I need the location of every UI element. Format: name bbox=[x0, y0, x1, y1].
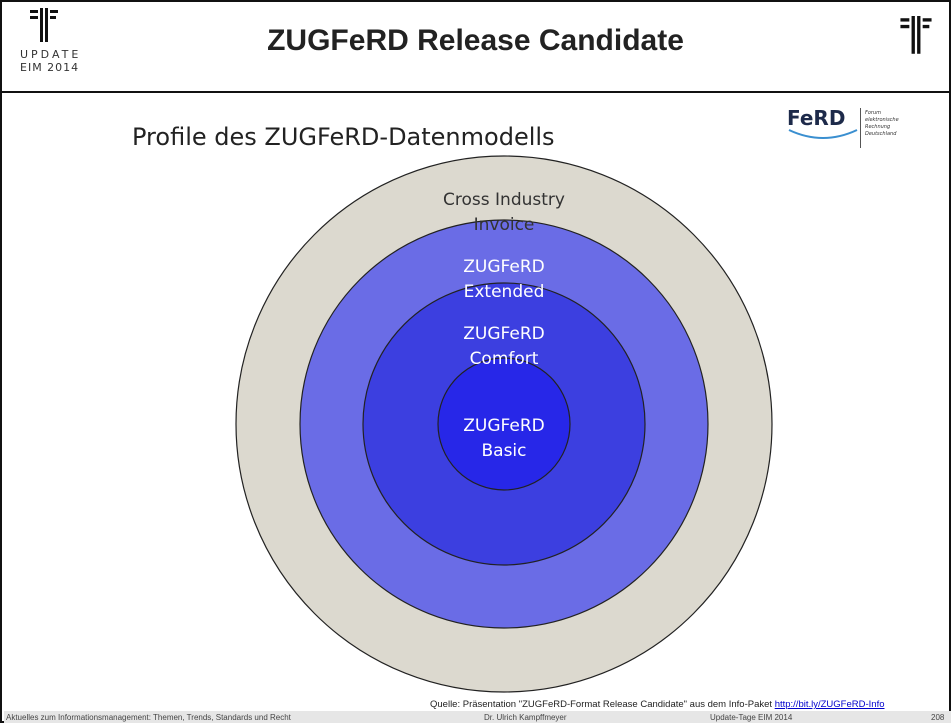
ferd-small-line: elektronische bbox=[865, 117, 899, 123]
ferd-small-line: Deutschland bbox=[865, 131, 897, 137]
ring-label-line1: ZUGFeRD bbox=[463, 416, 545, 436]
ferd-logo-subtext: Forum elektronische Rechnung Deutschland bbox=[865, 110, 899, 138]
ring-label-line1: ZUGFeRD bbox=[463, 324, 545, 344]
ring-zugferd-basic bbox=[437, 357, 571, 491]
ring-label-line2: Extended bbox=[463, 282, 545, 302]
brand-mark-icon bbox=[900, 16, 932, 54]
ferd-logo-word: FeRD bbox=[787, 106, 846, 130]
ring-label-line2: Basic bbox=[481, 441, 527, 461]
ring-label-zugferd-basic: ZUGFeRD Basic bbox=[404, 414, 604, 464]
slide-footer: Aktuelles zum Informationsmanagement: Th… bbox=[4, 711, 951, 723]
ferd-logo: FeRD Forum elektronische Rechnung Deutsc… bbox=[787, 102, 899, 162]
ring-label-zugferd-comfort: ZUGFeRD Comfort bbox=[404, 322, 604, 372]
logo-text-eim: EIM 2014 bbox=[20, 61, 80, 74]
ring-label-line1: Cross Industry bbox=[443, 190, 565, 210]
source-text: Quelle: Präsentation "ZUGFeRD-Format Rel… bbox=[430, 699, 775, 710]
ring-label-line2: Comfort bbox=[469, 349, 539, 369]
ferd-swoosh-icon bbox=[788, 129, 858, 139]
update-eim-logo: UPDATE EIM 2014 bbox=[14, 8, 94, 78]
ring-label-zugferd-extended: ZUGFeRD Extended bbox=[404, 255, 604, 305]
ferd-logo-divider bbox=[860, 108, 861, 148]
footer-author: Dr. Ulrich Kampffmeyer bbox=[484, 713, 567, 722]
slide-subtitle: Profile des ZUGFeRD-Datenmodells bbox=[132, 123, 555, 151]
footer-event: Update-Tage EIM 2014 bbox=[710, 713, 793, 722]
ring-label-line2: Invoice bbox=[473, 215, 535, 235]
update-logo-icon bbox=[30, 8, 58, 42]
slide-title: ZUGFeRD Release Candidate bbox=[267, 24, 684, 57]
slide-header: UPDATE EIM 2014 ZUGFeRD Release Candidat… bbox=[2, 2, 949, 93]
ring-label-cross-industry-invoice: Cross Industry Invoice bbox=[404, 188, 604, 238]
footer-page-number: 208 bbox=[931, 713, 945, 722]
ferd-small-line: Rechnung bbox=[865, 124, 891, 130]
footer-left-text: Aktuelles zum Informationsmanagement: Th… bbox=[6, 713, 291, 722]
source-note: Quelle: Präsentation "ZUGFeRD-Format Rel… bbox=[430, 699, 885, 710]
ring-label-line1: ZUGFeRD bbox=[463, 257, 545, 277]
source-link[interactable]: http://bit.ly/ZUGFeRD-Info bbox=[774, 699, 885, 710]
ferd-small-line: Forum bbox=[865, 110, 882, 116]
logo-text-update: UPDATE bbox=[20, 48, 82, 61]
